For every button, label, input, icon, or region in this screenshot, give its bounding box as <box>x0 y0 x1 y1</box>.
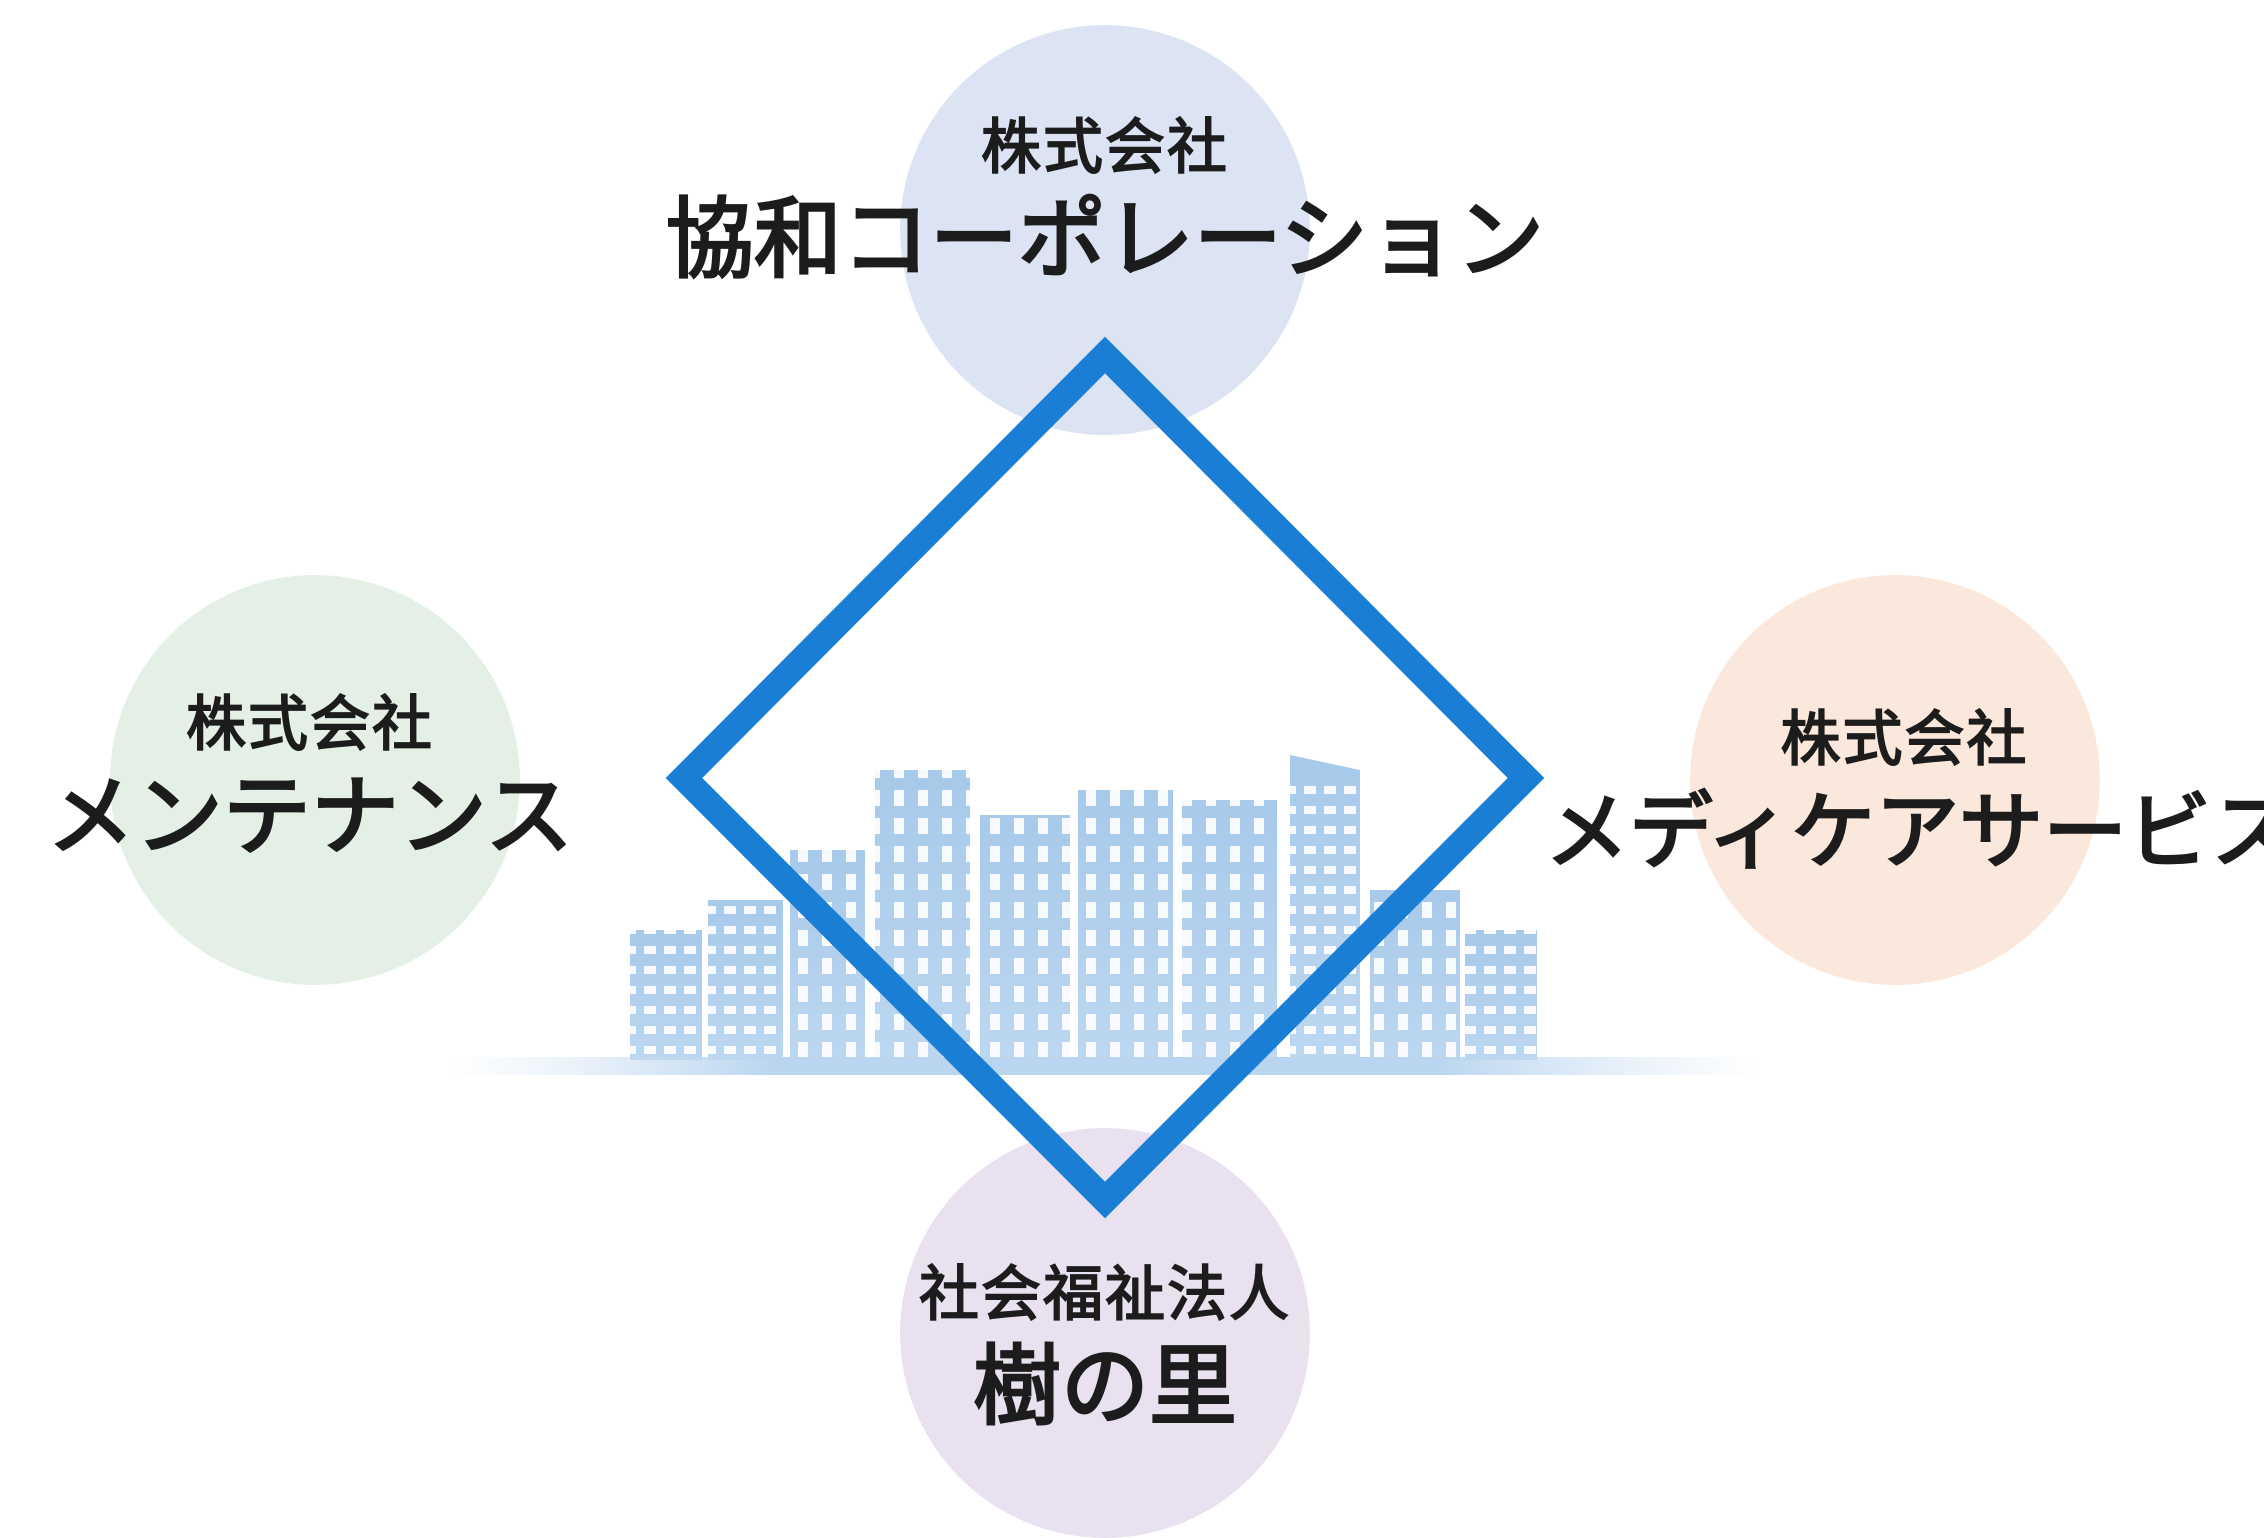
node-left-subtitle: 株式会社 <box>186 690 434 760</box>
skyline-buildings <box>630 755 1537 1060</box>
node-top-subtitle: 株式会社 <box>981 113 1229 183</box>
node-right: 株式会社 メディケアサービス <box>1545 700 2264 884</box>
circle-right <box>1690 575 2100 985</box>
node-bottom: 社会福祉法人 樹の里 <box>805 1255 1405 1439</box>
node-bottom-title: 樹の里 <box>972 1335 1237 1438</box>
node-right-subtitle: 株式会社 <box>1780 705 2029 775</box>
node-top: 株式会社 協和コーポレーション <box>605 108 1605 292</box>
node-left: 株式会社 メンテナンス <box>20 685 600 869</box>
node-right-title: メディケアサービス <box>1545 783 2264 881</box>
skyline-ground <box>450 1057 1760 1075</box>
circle-left <box>110 575 520 985</box>
node-bottom-subtitle: 社会福祉法人 <box>919 1260 1291 1330</box>
node-top-title: 協和コーポレーション <box>665 188 1545 291</box>
node-left-title: メンテナンス <box>46 765 574 868</box>
